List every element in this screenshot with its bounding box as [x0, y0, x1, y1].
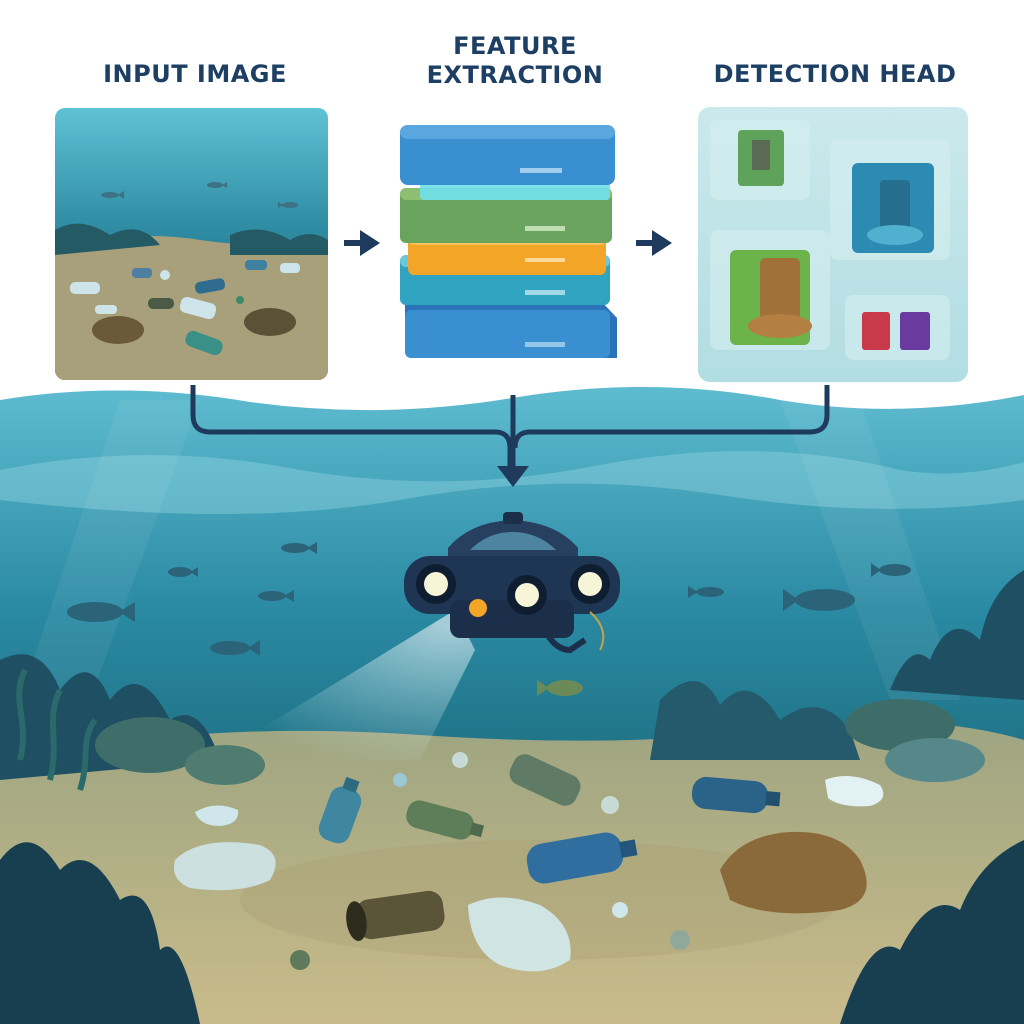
detected-object-box	[738, 130, 784, 186]
debris-field	[174, 752, 884, 972]
coral-icon	[650, 570, 1024, 1024]
arrow-right-icon	[344, 230, 380, 256]
fish-icon	[210, 640, 260, 656]
detection-head-panel	[698, 107, 968, 382]
bottle-icon	[509, 754, 581, 806]
fish-icon	[278, 202, 298, 208]
debris-field	[70, 260, 300, 356]
fish-icon	[207, 182, 227, 188]
pipeline-connector	[190, 385, 830, 480]
feature-extraction-title: FEATURE EXTRACTION	[426, 32, 604, 89]
rock-cluster	[95, 699, 985, 785]
light-ray	[20, 400, 200, 700]
underwater-scene	[0, 386, 1024, 1025]
feature-layer	[405, 300, 617, 358]
fish-icon	[281, 542, 317, 554]
input-image-title: INPUT IMAGE	[103, 60, 287, 88]
fish-icon	[258, 590, 294, 602]
detected-object-box	[852, 163, 934, 253]
arrow-down-icon	[497, 466, 529, 487]
fish-icon	[871, 563, 911, 577]
light-ray	[780, 400, 960, 700]
detected-object-box	[730, 250, 812, 345]
rov-icon	[210, 512, 620, 760]
fish-icon	[67, 602, 135, 622]
bottle-icon	[406, 800, 485, 840]
plastic-bag-icon	[468, 897, 571, 972]
fish-icon	[168, 567, 198, 577]
fish-group	[101, 182, 298, 208]
bottle-icon	[318, 776, 362, 844]
rov-light-beam	[210, 610, 475, 760]
bottle-icon	[691, 776, 781, 814]
bottle-icon	[526, 832, 638, 884]
plastic-bag-icon	[174, 842, 276, 891]
detected-object-box	[862, 312, 930, 350]
plastic-bag-icon	[195, 805, 239, 826]
input-image-panel	[55, 108, 328, 380]
feature-layer	[400, 125, 615, 200]
arrow-right-icon	[636, 230, 672, 256]
fish-icon	[537, 680, 583, 696]
feature-extraction-stack	[400, 125, 617, 358]
detection-head-title: DETECTION HEAD	[713, 60, 957, 88]
fish-icon	[688, 586, 724, 598]
fish-icon	[783, 589, 855, 611]
fish-group	[67, 542, 911, 696]
fish-icon	[101, 191, 124, 199]
bottle-icon	[346, 890, 445, 941]
plastic-bag-icon	[825, 776, 884, 807]
debris-sack	[720, 831, 867, 914]
